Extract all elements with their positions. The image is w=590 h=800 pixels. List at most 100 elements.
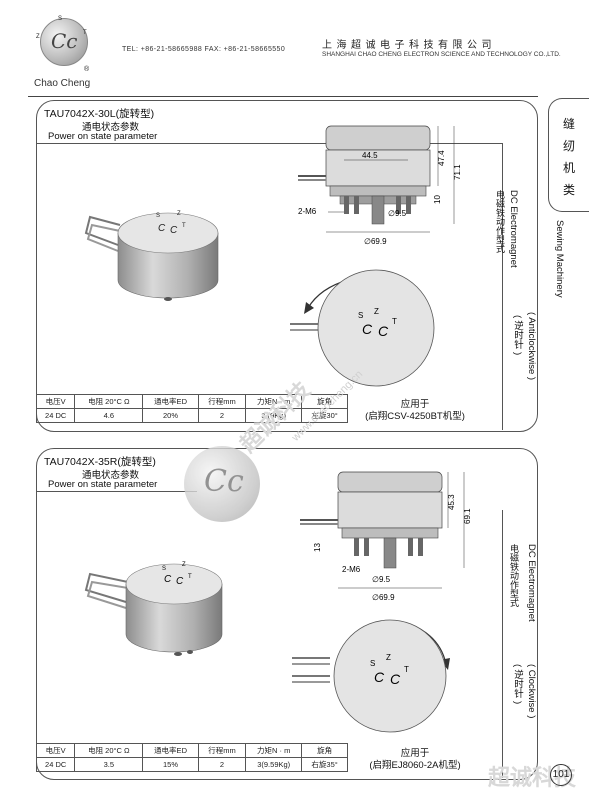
table-cell: 3 (9Kg) bbox=[245, 408, 303, 423]
application-model: (启翔CSV-4250BT机型) bbox=[365, 411, 465, 422]
table-cell: 2 bbox=[197, 408, 247, 423]
table-header: 行程mm bbox=[197, 743, 247, 758]
product-panel-2 bbox=[36, 448, 538, 780]
dim-diameter: ∅69.9 bbox=[372, 593, 395, 602]
table-cell: 3.5 bbox=[74, 757, 144, 772]
panel-header-divider bbox=[37, 491, 197, 492]
application-model: (启翔EJ8060-2A机型) bbox=[369, 760, 461, 771]
table-header: 电压V bbox=[35, 394, 76, 409]
dim-height-2: 69.1 bbox=[463, 508, 472, 524]
category-en: Sewing Machinery bbox=[554, 220, 565, 298]
page-number: 101 bbox=[550, 764, 572, 786]
mark-c: C bbox=[362, 321, 373, 337]
category-char: 纫 bbox=[563, 139, 576, 153]
table-cell: 15% bbox=[142, 757, 199, 772]
dim-height-2: 71.1 bbox=[453, 164, 462, 180]
table-header: 电阻 20°C Ω bbox=[74, 743, 144, 758]
model-title: TAU7042X-35R(旋转型) bbox=[44, 456, 156, 468]
side-column-divider bbox=[502, 143, 503, 430]
category-char: 类 bbox=[563, 183, 576, 197]
dim-height-3: 13 bbox=[313, 543, 322, 552]
mark-t: T bbox=[182, 223, 186, 229]
logo-letters: Cc bbox=[204, 464, 244, 499]
table-header: 通电率ED bbox=[142, 743, 199, 758]
mark-c: C bbox=[374, 669, 385, 685]
table-header: 通电率ED bbox=[142, 394, 199, 409]
company-logo: Cc bbox=[40, 18, 88, 66]
logo-watermark: Cc bbox=[184, 446, 260, 522]
mark-t: T bbox=[404, 665, 409, 674]
top-face-circle bbox=[317, 269, 435, 387]
table-cell: 3(9.59Kg) bbox=[245, 757, 303, 772]
application-title: 应用于 bbox=[400, 399, 430, 410]
company-name-cn: 上海超诚电子科技有限公司 bbox=[322, 40, 496, 51]
type-cn: 电磁铁动作型式 bbox=[495, 190, 505, 253]
dim-thread: 2-M6 bbox=[342, 565, 361, 574]
state-title-en: Power on state parameter bbox=[48, 479, 158, 490]
category-char: 缝 bbox=[563, 117, 576, 131]
registered-mark: ® bbox=[84, 66, 90, 73]
logo-ring-letter: T bbox=[83, 30, 87, 36]
dimension-drawing: 45.3 69.1 13 2-M6 ∅9.5 ∅69.9 bbox=[300, 471, 472, 602]
logo-ring-letter: S bbox=[58, 16, 63, 22]
category-char: 机 bbox=[563, 161, 576, 175]
table-cell: 20% bbox=[142, 408, 199, 423]
mark-z: Z bbox=[386, 653, 391, 662]
table-header: 电压V bbox=[35, 743, 76, 758]
dim-width: 44.5 bbox=[362, 151, 378, 160]
top-face-circle bbox=[333, 619, 447, 733]
mark-c: C bbox=[164, 574, 172, 585]
brand-name: Chao Cheng bbox=[34, 78, 91, 89]
product-image: S Z C C T bbox=[84, 562, 223, 656]
dim-shaft: ∅9.5 bbox=[388, 209, 407, 218]
table-header: 旋角 bbox=[301, 743, 348, 758]
mark-z: Z bbox=[374, 307, 379, 316]
mark-c: C bbox=[390, 671, 401, 687]
product-image: S Z C C T bbox=[84, 211, 219, 301]
state-title-en: Power on state parameter bbox=[48, 131, 158, 142]
lead-wire bbox=[86, 223, 121, 252]
table-cell: 2 bbox=[197, 757, 247, 772]
mark-s: S bbox=[358, 311, 363, 320]
table-header: 电阻 20°C Ω bbox=[74, 394, 144, 409]
side-column-divider bbox=[502, 510, 503, 778]
mark-s: S bbox=[156, 213, 160, 219]
model-title: TAU7042X-30L(旋转型) bbox=[44, 108, 155, 120]
dim-height-3: 10 bbox=[433, 195, 442, 204]
direction-en: ( Clockwise ) bbox=[526, 664, 537, 719]
table-cell: 24 DC bbox=[35, 408, 76, 423]
product-panel-1 bbox=[36, 100, 538, 432]
table-cell: 左旋30° bbox=[301, 408, 348, 423]
table-header: 行程mm bbox=[197, 394, 247, 409]
logo-letters: Cc bbox=[51, 29, 78, 53]
dim-height-1: 45.3 bbox=[447, 494, 456, 510]
mark-z: Z bbox=[177, 211, 181, 217]
table-cell: 右旋35° bbox=[301, 757, 348, 772]
mark-c: C bbox=[378, 323, 389, 339]
table-cell: 4.6 bbox=[74, 408, 144, 423]
spec-table: 电压V 电阻 20°C Ω 通电率ED 行程mm 力矩N · m 旋角 24 D… bbox=[35, 743, 348, 772]
application-title: 应用于 bbox=[400, 748, 430, 759]
state-title-cn: 通电状态参数 bbox=[82, 470, 140, 481]
header-divider bbox=[28, 96, 538, 97]
state-title-cn: 通电状态参数 bbox=[82, 122, 140, 133]
logo-ring-letter: Z bbox=[36, 34, 40, 40]
top-view: S Z C C T bbox=[292, 619, 450, 733]
lead-wire bbox=[84, 215, 121, 246]
mark-s: S bbox=[162, 566, 166, 572]
dim-diameter: ∅69.9 bbox=[364, 237, 387, 246]
company-name-en: SHANGHAI CHAO CHENG ELECTRON SCIENCE AND… bbox=[322, 51, 561, 58]
dim-thread: 2-M6 bbox=[298, 207, 317, 216]
dimension-drawing: 44.5 47.4 71.1 10 2-M6 ∅9.5 ∅69.9 bbox=[298, 125, 462, 246]
table-header: 力矩N · m bbox=[245, 743, 303, 758]
direction-en: ( Anticlockwise ) bbox=[526, 312, 537, 381]
type-cn: 电磁铁动作型式 bbox=[509, 544, 519, 607]
mark-s: S bbox=[370, 659, 375, 668]
direction-cn: ( 逆时针 ) bbox=[512, 315, 523, 356]
contact-info: TEL: +86-21-58665988 FAX: +86-21-5866555… bbox=[122, 46, 286, 53]
table-cell: 24 DC bbox=[35, 757, 76, 772]
type-en: DC Electromagnet bbox=[508, 190, 519, 268]
direction-cn: ( 逆时针 ) bbox=[512, 664, 523, 705]
mark-c: C bbox=[158, 223, 166, 234]
type-en: DC Electromagnet bbox=[526, 544, 537, 622]
